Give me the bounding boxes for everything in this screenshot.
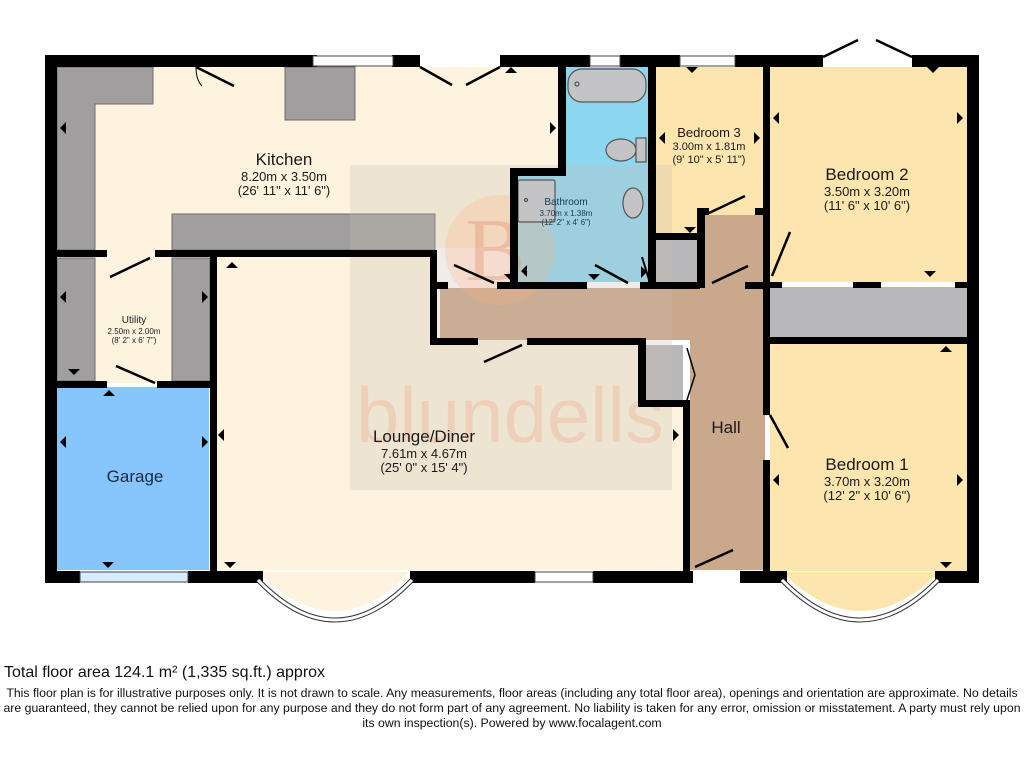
- window: [679, 55, 736, 67]
- bedroom1-bay-window: [782, 572, 940, 611]
- bedroom1-floor: [770, 343, 967, 571]
- hall-floor: [440, 215, 765, 570]
- storage-cupboard-1: [655, 240, 697, 282]
- lounge-bay-window: [258, 572, 410, 611]
- room-metric: 7.61m x 4.67m: [380, 445, 467, 461]
- dimension-markers: [60, 67, 963, 568]
- room-metric: 3.70m x 3.20m: [824, 473, 910, 489]
- room-imperial: (12' 2" x 4' 6"): [541, 217, 591, 227]
- bedroom3-floor: [655, 67, 763, 235]
- room-label-lounge: Lounge/Diner 7.61m x 4.67m (25' 0" x 15'…: [373, 427, 475, 476]
- room-name: Bedroom 3: [677, 125, 741, 140]
- floor-plan: B blundells: [45, 38, 979, 623]
- window: [589, 55, 621, 67]
- room-name: Lounge/Diner: [372, 427, 476, 446]
- room-fills: [57, 67, 967, 611]
- hall-cupboard: [645, 345, 683, 400]
- fitted-units: [56, 66, 436, 382]
- bathroom-fixtures: [517, 68, 647, 223]
- room-name: Bedroom 2: [825, 165, 909, 184]
- kitchen-floor: [57, 67, 560, 262]
- room-label-bedroom3: Bedroom 3 3.00m x 1.81m (9' 10" x 5' 11"…: [672, 125, 746, 166]
- windows: [79, 55, 940, 623]
- room-label-kitchen: Kitchen 8.20m x 3.50m (26' 11" x 11' 6"): [238, 150, 330, 199]
- doors: [109, 38, 913, 569]
- room-label-bedroom1: Bedroom 1 3.70m x 3.20m (12' 2" x 10' 6"…: [823, 455, 910, 504]
- room-imperial: (25' 0" x 15' 4"): [380, 460, 468, 476]
- window: [79, 571, 189, 583]
- room-name: Bathroom: [544, 197, 588, 208]
- utility-unit-right: [171, 257, 211, 382]
- garage-floor: [57, 387, 209, 570]
- room-metric: 2.50m x 2.00m: [107, 326, 161, 336]
- room-imperial: (12' 2" x 10' 6"): [823, 488, 911, 504]
- kitchen-hob-unit: [284, 66, 356, 121]
- wardrobe-strip: [770, 287, 967, 337]
- room-metric: 3.00m x 1.81m: [672, 140, 746, 153]
- bedroom2-floor: [770, 67, 967, 282]
- room-name: Utility: [121, 315, 147, 326]
- disclaimer-text: This floor plan is for illustrative purp…: [3, 686, 1021, 730]
- room-imperial: (9' 10" x 5' 11"): [672, 153, 746, 166]
- svg-text:blundells: blundells: [356, 371, 664, 459]
- room-imperial: (26' 11" x 11' 6"): [237, 183, 331, 199]
- lounge-floor: [215, 262, 685, 570]
- walls: [45, 55, 979, 583]
- room-label-bedroom2: Bedroom 2 3.50m x 3.20m (11' 6" x 10' 6"…: [824, 165, 910, 214]
- total-floor-area: Total floor area 124.1 m² (1,335 sq.ft.)…: [4, 664, 326, 681]
- room-imperial: (11' 6" x 10' 6"): [823, 198, 911, 214]
- bath-icon: [567, 68, 647, 103]
- window: [534, 571, 594, 583]
- room-label-utility: Utility 2.50m x 2.00m (8' 2" x 6' 7"): [108, 315, 161, 345]
- room-label-hall: Hall: [711, 418, 741, 437]
- toilet-bowl-icon: [605, 138, 637, 162]
- basin-icon: [622, 187, 644, 219]
- room-metric: 8.20m x 3.50m: [240, 168, 327, 184]
- room-imperial: (8' 2" x 6' 7"): [111, 335, 157, 345]
- bathroom-floor: [515, 67, 648, 282]
- toilet-cistern-icon: [635, 137, 647, 163]
- room-name: Kitchen: [255, 150, 313, 169]
- floor-plan-drawing: B blundells: [45, 38, 979, 623]
- utility-unit-left: [56, 257, 96, 382]
- room-metric: 3.70m x 1.38m: [539, 208, 593, 218]
- room-metric: 3.50m x 3.20m: [824, 183, 910, 199]
- window: [312, 55, 394, 67]
- room-label-bathroom: Bathroom 3.70m x 1.38m (12' 2" x 4' 6"): [540, 197, 593, 227]
- kitchen-peninsula: [171, 213, 436, 251]
- room-name: Bedroom 1: [825, 455, 909, 474]
- room-label-garage: Garage: [106, 467, 164, 486]
